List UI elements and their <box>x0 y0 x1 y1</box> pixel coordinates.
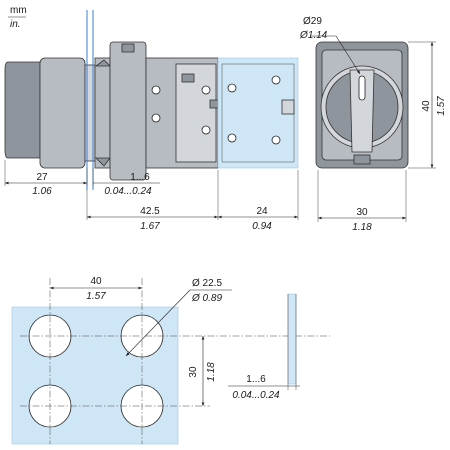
panel-section <box>287 293 297 385</box>
thread-tip-top <box>94 59 111 67</box>
dim-label-42-5-in: 1.67 <box>140 221 160 232</box>
unit-inch-label: in. <box>10 19 21 30</box>
contact-screw-3 <box>271 75 281 85</box>
dim-label-panel-thickness-in: 0.04...0.24 <box>232 390 280 401</box>
dim-label-d29-mm: Ø29 <box>303 16 322 27</box>
contact-block-outline <box>221 63 295 163</box>
front-view-profile: 27 1.06 1...6 0.04...0.24 42.5 1.67 24 0… <box>4 10 299 232</box>
dim-label-30-in: 1.18 <box>352 222 372 233</box>
screw-terminal-1 <box>151 85 161 95</box>
dim-label-cutout-40-mm: 40 <box>90 276 102 287</box>
button-bezel <box>39 57 86 169</box>
thread-tip-bottom <box>95 157 111 167</box>
panel-cutout: 40 1.57 Ø 22.5 Ø 0.89 30 1.18 1...6 0.04… <box>11 276 330 445</box>
dim-label-panel-thickness-mm: 1...6 <box>246 374 266 385</box>
dim-leader-d22-5 <box>125 289 191 357</box>
dim-label-d22-5-mm: Ø 22.5 <box>192 278 222 289</box>
side-view: Ø29 Ø1.14 40 1.57 30 1.18 <box>299 16 447 233</box>
threaded-neck <box>94 57 111 169</box>
body-clip <box>181 73 195 83</box>
dim-leader-d29-arrow <box>335 35 361 75</box>
contact-screw-4 <box>271 135 281 145</box>
dim-label-24-mm: 24 <box>256 206 268 217</box>
collar-notch <box>121 43 135 53</box>
button-head <box>4 61 41 159</box>
screw-terminal-3 <box>201 85 211 95</box>
contact-screw-2 <box>227 133 237 143</box>
contact-latch <box>281 99 295 115</box>
screw-terminal-4 <box>201 125 211 135</box>
dim-label-24-in: 0.94 <box>252 221 272 232</box>
unit-mm-label: mm <box>10 5 27 16</box>
screw-terminal-2 <box>151 113 161 123</box>
dim-label-40-in: 1.57 <box>436 96 447 116</box>
selector-handle <box>349 69 375 153</box>
dim-label-cutout-30-in: 1.18 <box>206 362 217 382</box>
dim-label-d29-in: Ø1.14 <box>299 30 328 41</box>
dim-label-30-mm: 30 <box>356 207 368 218</box>
dim-label-40-mm: 40 <box>421 100 432 112</box>
contact-screw-1 <box>227 83 237 93</box>
dim-label-panel-mm: 1...6 <box>130 172 150 183</box>
dim-label-panel-in: 0.04...0.24 <box>104 186 152 197</box>
dim-label-cutout-30-mm: 30 <box>188 366 199 378</box>
dim-label-d22-5-in: Ø 0.89 <box>191 293 222 304</box>
dim-label-cutout-40-in: 1.57 <box>86 291 106 302</box>
dim-label-27-in: 1.06 <box>32 186 52 197</box>
dim-label-42-5-mm: 42.5 <box>140 206 160 217</box>
mounting-collar <box>109 41 147 181</box>
side-bottom-tab <box>353 154 371 165</box>
dim-label-27-mm: 27 <box>36 172 48 183</box>
units-legend: mm in. <box>8 5 27 30</box>
selector-indicator <box>358 75 366 101</box>
